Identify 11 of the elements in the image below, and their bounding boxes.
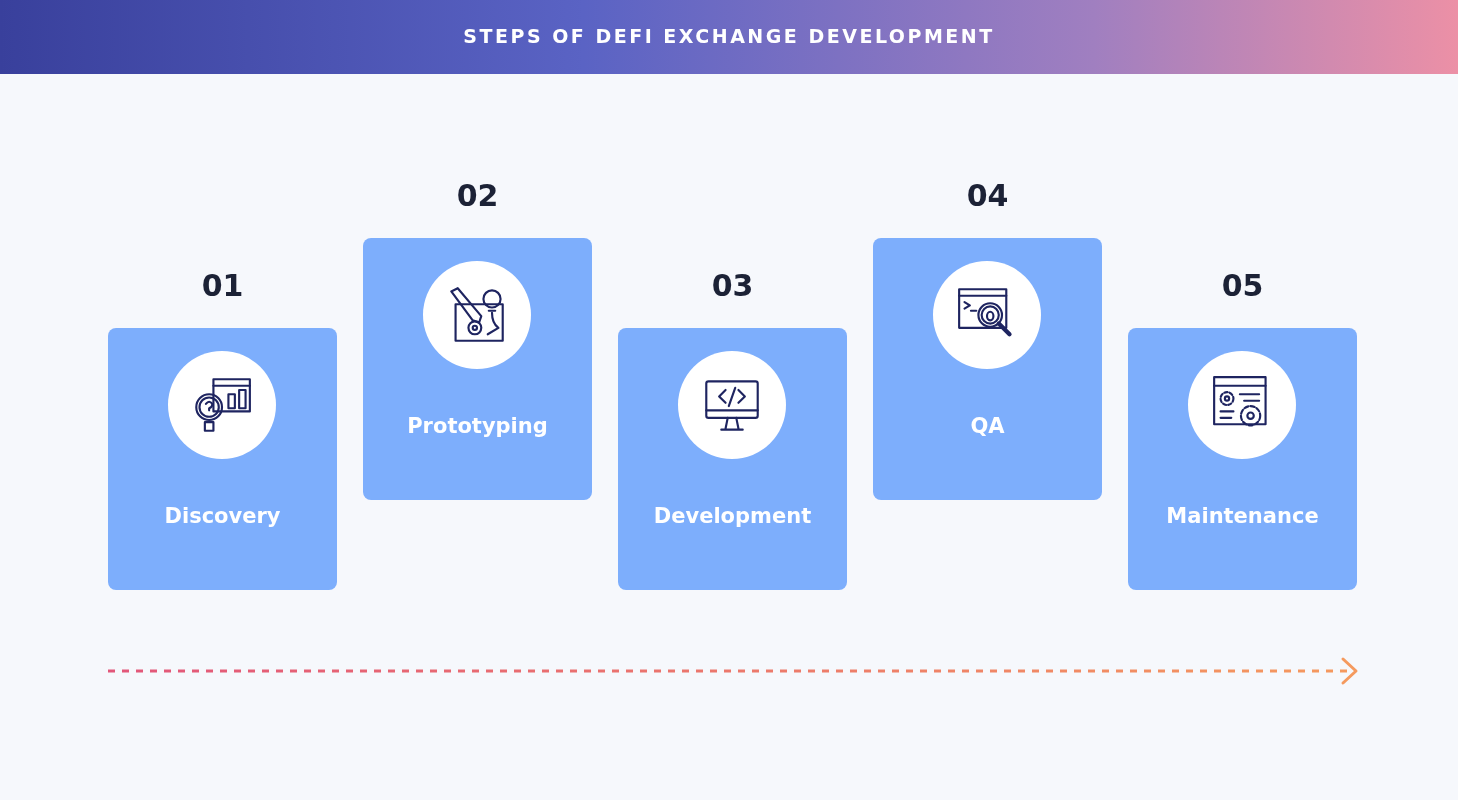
step-number: 04 bbox=[966, 178, 1009, 213]
step-number: 02 bbox=[456, 178, 499, 213]
step-label: Prototyping bbox=[407, 414, 548, 438]
step-label: Maintenance bbox=[1166, 504, 1319, 528]
step-number: 05 bbox=[1221, 268, 1264, 303]
step-label: Discovery bbox=[164, 504, 281, 528]
step-label: Development bbox=[653, 504, 812, 528]
step-number: 01 bbox=[201, 268, 244, 303]
title: STEPS OF DEFI EXCHANGE DEVELOPMENT bbox=[463, 25, 995, 47]
step-number: 03 bbox=[711, 268, 754, 303]
step-label: QA bbox=[970, 414, 1005, 438]
